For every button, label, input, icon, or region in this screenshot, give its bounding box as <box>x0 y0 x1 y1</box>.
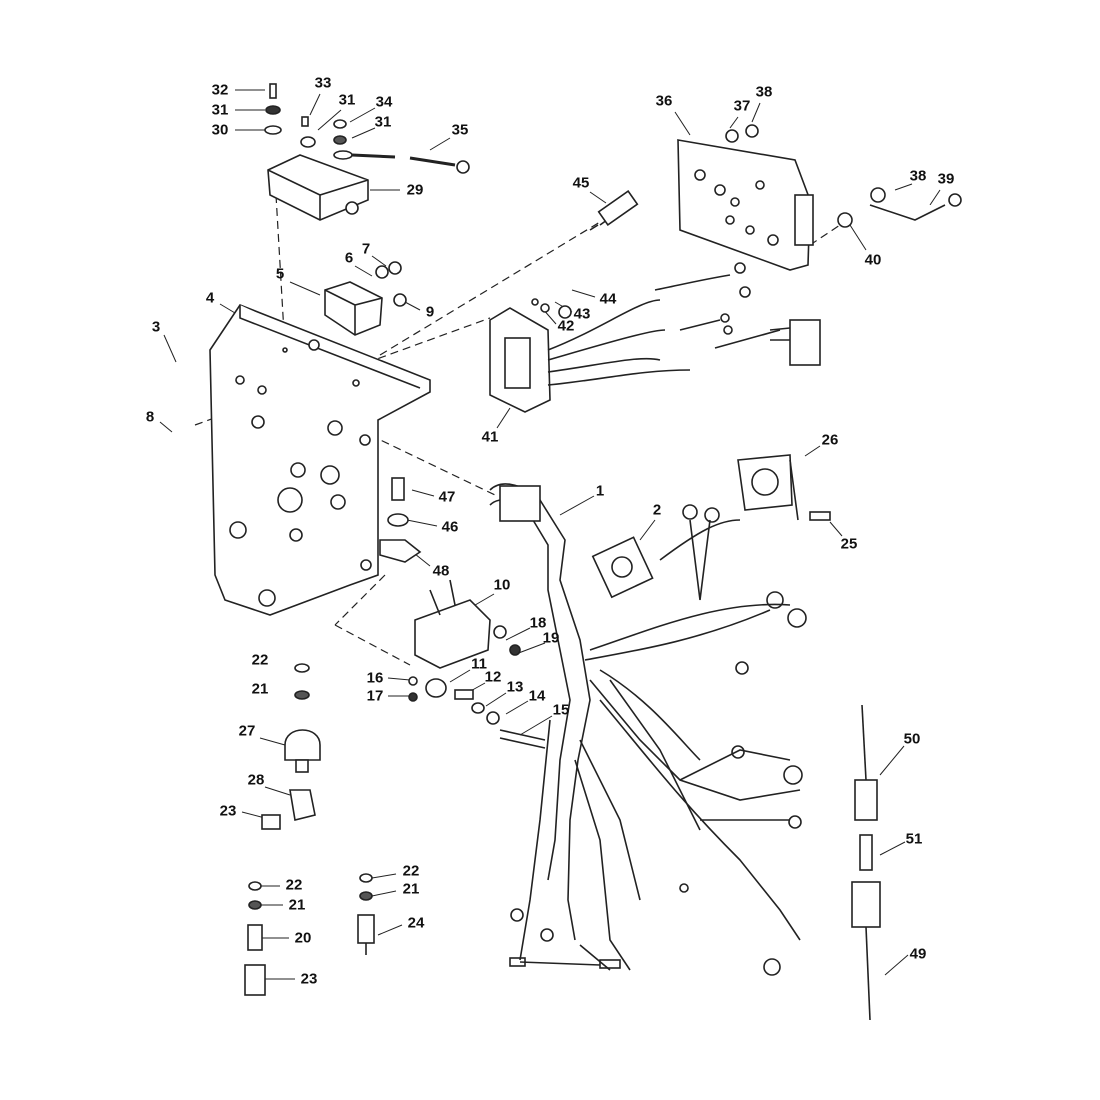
callout-40: 40 <box>864 251 882 269</box>
callout-11: 11 <box>471 655 487 673</box>
callout-14: 14 <box>528 687 546 705</box>
hardware-stack <box>264 83 470 174</box>
callout-2: 2 <box>652 501 662 519</box>
callout-8: 8 <box>145 408 155 426</box>
callout-45: 45 <box>572 174 590 192</box>
callout-10: 10 <box>493 576 511 594</box>
callout-38: 38 <box>755 83 773 101</box>
callout-38: 38 <box>909 167 927 185</box>
callout-48: 48 <box>432 562 450 580</box>
oil-pressure-sender <box>261 663 321 830</box>
callout-49: 49 <box>909 945 927 963</box>
callout-21: 21 <box>288 896 306 914</box>
callout-31: 31 <box>374 113 392 131</box>
relay <box>324 261 407 336</box>
callout-51: 51 <box>905 830 923 848</box>
mounting-plate <box>209 304 431 616</box>
callout-42: 42 <box>557 317 575 335</box>
callout-3: 3 <box>151 318 161 336</box>
callout-25: 25 <box>840 535 858 553</box>
temperature-senders <box>244 873 375 996</box>
ignition-module <box>489 262 821 413</box>
callout-12: 12 <box>484 668 502 686</box>
callout-17: 17 <box>366 687 384 705</box>
callout-21: 21 <box>402 880 420 898</box>
callout-9: 9 <box>425 303 435 321</box>
callout-39: 39 <box>937 170 955 188</box>
gasket <box>737 454 831 521</box>
callout-30: 30 <box>211 121 229 139</box>
callout-37: 37 <box>733 97 751 115</box>
callout-43: 43 <box>573 305 591 323</box>
callout-7: 7 <box>361 240 371 258</box>
callout-13: 13 <box>506 678 524 696</box>
callout-19: 19 <box>542 629 560 647</box>
callout-20: 20 <box>294 929 312 947</box>
callout-47: 47 <box>438 488 456 506</box>
callout-32: 32 <box>211 81 229 99</box>
callout-33: 33 <box>314 74 332 92</box>
callout-1: 1 <box>595 482 605 500</box>
starter-switch <box>408 579 546 749</box>
callout-22: 22 <box>402 862 420 880</box>
callout-41: 41 <box>481 428 499 446</box>
callout-46: 46 <box>441 518 459 536</box>
callout-23: 23 <box>219 802 237 820</box>
callout-5: 5 <box>275 265 285 283</box>
wiring-harness <box>489 483 807 976</box>
callout-26: 26 <box>821 431 839 449</box>
clamp-hardware <box>379 477 422 563</box>
callout-28: 28 <box>247 771 265 789</box>
callout-31: 31 <box>211 101 229 119</box>
callout-44: 44 <box>599 290 617 308</box>
callout-36: 36 <box>655 92 673 110</box>
callout-16: 16 <box>366 669 384 687</box>
leader-lines <box>159 89 941 980</box>
fuse-holder <box>851 704 881 1021</box>
callout-24: 24 <box>407 914 425 932</box>
callout-35: 35 <box>451 121 469 139</box>
callout-6: 6 <box>344 249 354 267</box>
callout-15: 15 <box>552 701 570 719</box>
callout-34: 34 <box>375 93 393 111</box>
callout-23: 23 <box>300 970 318 988</box>
callout-18: 18 <box>529 614 547 632</box>
callout-21: 21 <box>251 680 269 698</box>
callout-29: 29 <box>406 181 424 199</box>
callout-4: 4 <box>205 289 215 307</box>
callout-31: 31 <box>338 91 356 109</box>
callout-22: 22 <box>251 651 269 669</box>
ignition-module-plate <box>589 124 962 271</box>
callout-50: 50 <box>903 730 921 748</box>
callout-27: 27 <box>238 722 256 740</box>
callout-22: 22 <box>285 876 303 894</box>
rectifier-box <box>267 154 369 221</box>
